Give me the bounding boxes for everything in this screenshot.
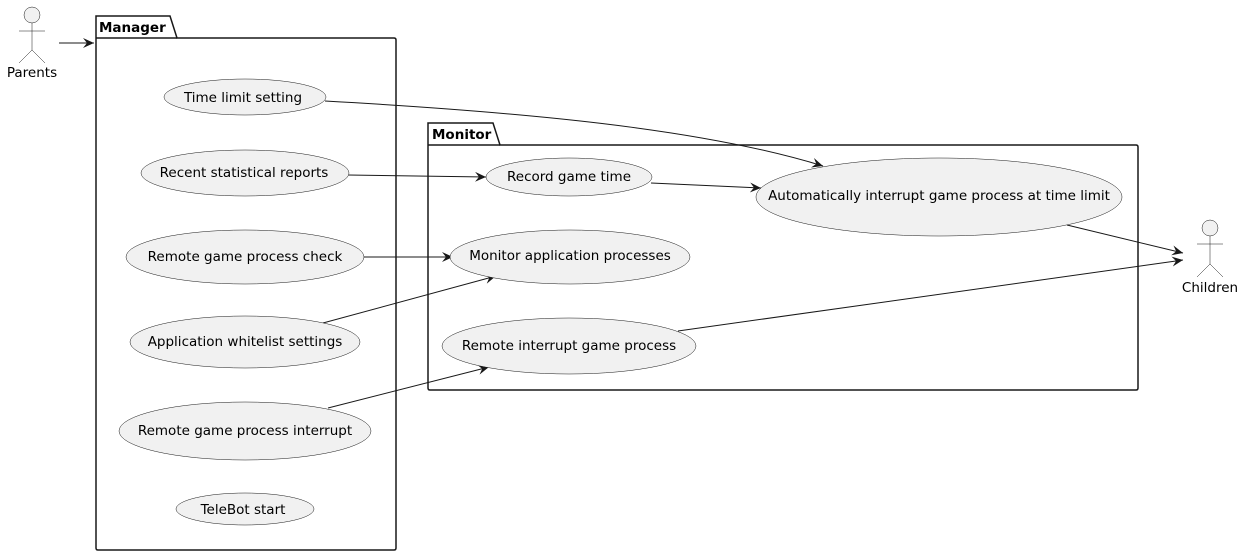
use-case-recent-statistical-reports: Recent statistical reports	[140, 149, 350, 197]
edge-interrupt-remote-interrupt	[327, 364, 490, 409]
actor-parents: Parents	[7, 6, 57, 81]
use-case-ellipse	[129, 315, 361, 369]
package-manager-frame	[95, 15, 397, 551]
use-case-label: Recent statistical reports	[160, 165, 329, 181]
use-case-label: Monitor application processes	[469, 248, 671, 264]
actor-head-icon	[1201, 219, 1219, 237]
use-case-ellipse	[163, 78, 327, 116]
actor-legs	[18, 49, 46, 64]
use-case-label: Record game time	[507, 169, 631, 185]
use-case-time-limit-setting: Time limit setting	[163, 78, 327, 116]
use-case-ellipse	[175, 492, 315, 526]
use-case-label: Remote game process check	[148, 249, 343, 265]
use-case-ellipse	[755, 157, 1123, 237]
edge-time-limit-auto-interrupt	[324, 100, 824, 168]
package-manager-title: Manager	[99, 20, 166, 36]
use-case-label: TeleBot start	[200, 502, 286, 518]
use-case-monitor-application-processes: Monitor application processes	[449, 229, 691, 285]
use-case-record-game-time: Record game time	[485, 157, 653, 197]
use-case-application-whitelist-settings: Application whitelist settings	[129, 315, 361, 369]
package-monitor-title: Monitor	[432, 127, 492, 143]
use-case-label: Remote game process interrupt	[138, 423, 352, 439]
edge-record-time-auto-interrupt	[650, 182, 762, 193]
relations	[59, 38, 1184, 409]
use-case-label: Time limit setting	[183, 90, 302, 106]
use-case-ellipse	[125, 229, 365, 285]
use-case-ellipse	[449, 229, 691, 285]
use-case-remote-game-process-interrupt: Remote game process interrupt	[118, 401, 372, 461]
actor-label: Parents	[7, 65, 57, 81]
package-monitor: Monitor	[427, 122, 1139, 391]
use-case-remote-interrupt-game-process: Remote interrupt game process	[441, 317, 697, 375]
use-case-telebot-start: TeleBot start	[175, 492, 315, 526]
package-manager: Manager	[95, 15, 397, 551]
use-case-ellipse	[140, 149, 350, 197]
actor-children: Children	[1182, 219, 1238, 296]
edge-auto-interrupt-children	[1066, 224, 1184, 256]
actor-head-icon	[23, 6, 41, 24]
use-case-ellipse	[118, 401, 372, 461]
use-case-label: Application whitelist settings	[148, 334, 343, 350]
edge-reports-record-time	[347, 171, 487, 182]
actor-legs	[1196, 263, 1224, 278]
actor-label: Children	[1182, 280, 1238, 296]
use-case-remote-game-process-check: Remote game process check	[125, 229, 365, 285]
use-case-ellipse	[485, 157, 653, 197]
edge-whitelist-monitor	[322, 274, 497, 324]
use-case-ellipse	[441, 317, 697, 375]
use-case-label: Remote interrupt game process	[462, 338, 676, 354]
use-case-auto-interrupt: Automatically interrupt game process at …	[755, 157, 1123, 237]
use-case-label: Automatically interrupt game process at …	[768, 188, 1110, 204]
package-monitor-frame	[427, 122, 1139, 391]
edge-remote-interrupt-children	[677, 256, 1184, 332]
